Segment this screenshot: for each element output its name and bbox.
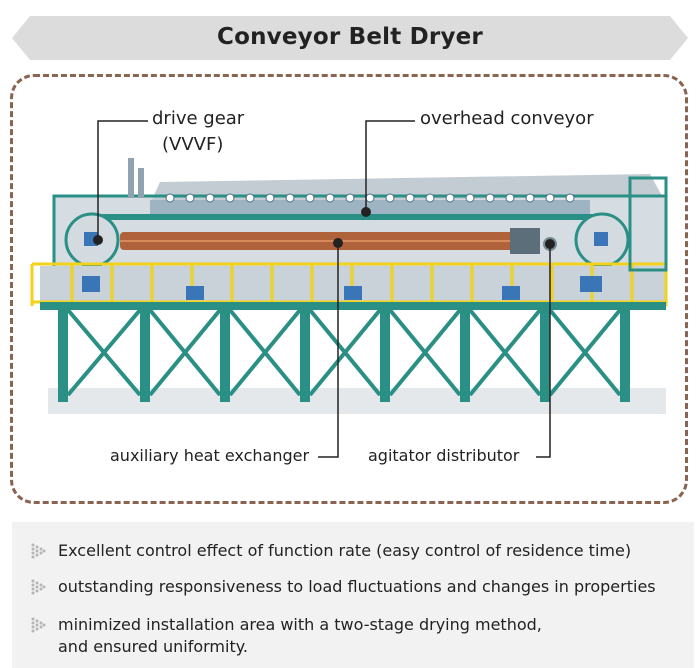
feature-text: Excellent control effect of function rat… (58, 541, 632, 560)
banner-shape (12, 16, 688, 60)
title-banner: Conveyor Belt Dryer (12, 16, 688, 60)
list-item: Excellent control effect of function rat… (30, 540, 631, 562)
feature-list: Excellent control effect of function rat… (12, 522, 694, 668)
label-overhead-conveyor: overhead conveyor (418, 108, 596, 129)
overhead-conveyor-belt (150, 200, 590, 214)
feature-text-block: minimized installation area with a two-s… (58, 614, 542, 658)
feature-text: minimized installation area with a two-s… (58, 615, 542, 634)
label-drive-gear: drive gear (150, 108, 247, 129)
support-legs (58, 300, 630, 402)
label-drive-gear-sub: (VVVF) (160, 134, 226, 155)
list-item: outstanding responsiveness to load fluct… (30, 576, 656, 598)
diagram-frame (10, 74, 688, 504)
conveyor-dryer-illustration (30, 120, 668, 458)
cross-braces (66, 308, 622, 397)
callout-dots (93, 207, 555, 249)
dotted-arrow-icon (31, 617, 46, 633)
list-item: minimized installation area with a two-s… (30, 614, 542, 658)
label-aux-heat-exchanger: auxiliary heat exchanger (108, 446, 312, 465)
dotted-arrow-icon (31, 543, 46, 559)
page-title: Conveyor Belt Dryer (217, 24, 483, 50)
conveyor-rollers (165, 193, 575, 203)
label-agitator-distributor: agitator distributor (366, 446, 522, 465)
callout-lines (97, 120, 551, 458)
feature-text-continued: and ensured uniformity. (58, 637, 248, 656)
dotted-arrow-icon (31, 579, 46, 595)
feature-text: outstanding responsiveness to load fluct… (58, 577, 656, 596)
inspection-panels (82, 276, 602, 300)
